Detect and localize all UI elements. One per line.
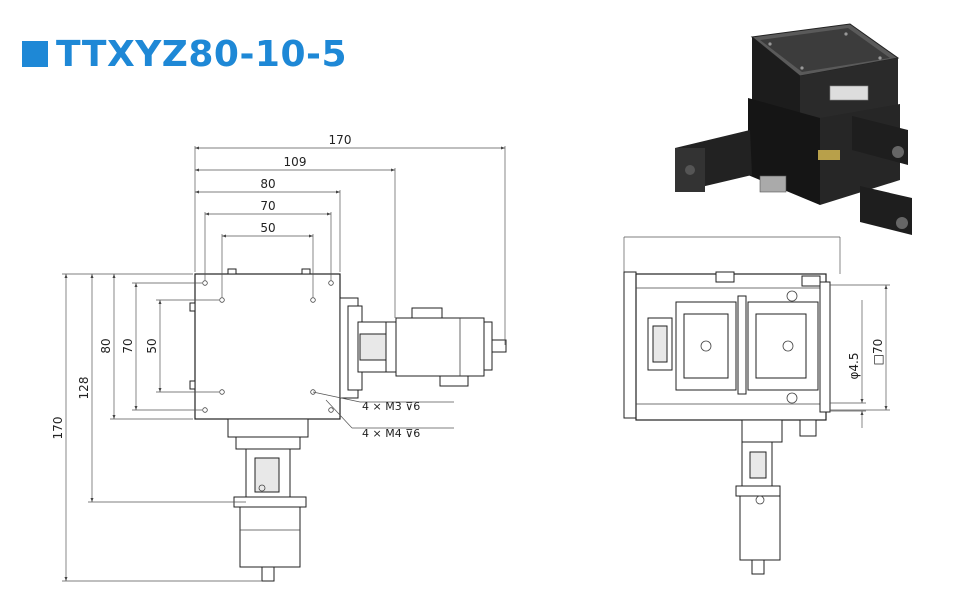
mount-hole	[328, 280, 334, 286]
mount-hole	[328, 407, 334, 413]
dim-side-d45: φ4.5	[847, 353, 861, 380]
mount-hole	[310, 297, 316, 303]
dim-left-50: 50	[145, 338, 159, 353]
dim-side-sq70: □70	[871, 339, 885, 366]
dim-top-70: 70	[260, 199, 275, 213]
dim-left-128: 128	[77, 377, 91, 400]
mount-hole	[202, 407, 208, 413]
mount-hole	[219, 389, 225, 395]
dim-top-109: 109	[284, 155, 307, 169]
xyz-stage-photo-icon	[675, 23, 912, 235]
dim-top-80: 80	[260, 177, 275, 191]
dim-left-80: 80	[99, 338, 113, 353]
dim-top-50: 50	[260, 221, 275, 235]
dim-left-70: 70	[121, 338, 135, 353]
side-view: □70 φ4.5	[623, 236, 890, 575]
page-title: TTXYZ80-10-5	[22, 32, 347, 76]
mount-hole	[202, 280, 208, 286]
mount-hole	[219, 297, 225, 303]
dim-left-170: 170	[51, 417, 65, 440]
mount-hole	[310, 389, 316, 395]
title-marker	[22, 41, 48, 67]
top-plate	[194, 273, 341, 420]
title-text: TTXYZ80-10-5	[56, 33, 347, 75]
top-view: 4 × M3 ⊽6 4 × M4 ⊽6 170 109 80 70 50 170…	[51, 133, 507, 582]
dim-top-170: 170	[329, 133, 352, 147]
callout-m4: 4 × M4 ⊽6	[362, 427, 420, 440]
callout-m3: 4 × M3 ⊽6	[362, 400, 420, 413]
